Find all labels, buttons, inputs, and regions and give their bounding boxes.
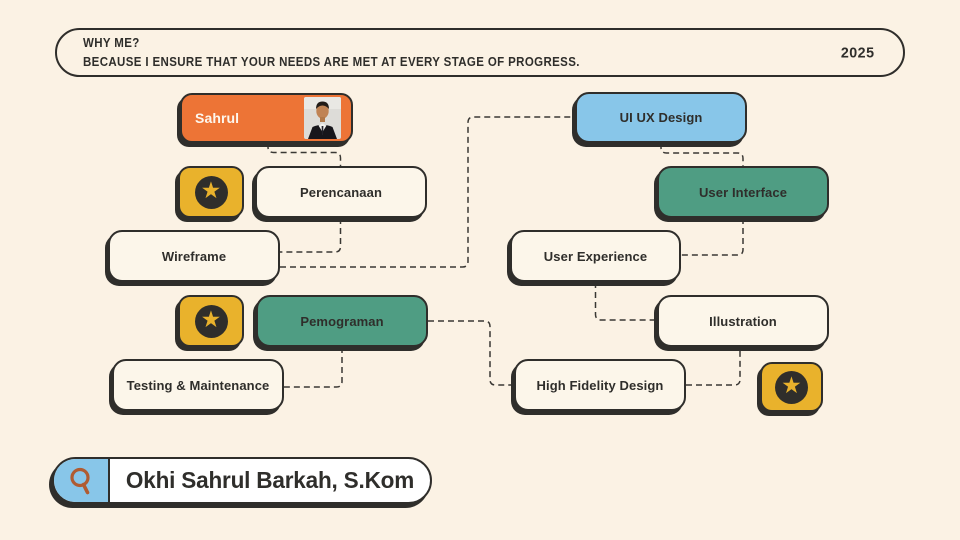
star-glyph: ★ xyxy=(782,375,801,397)
milestone-star-badge-3: ★ xyxy=(760,362,823,412)
node-ui-ux-design: UI UX Design xyxy=(575,92,747,143)
node-high-fidelity-design-label: High Fidelity Design xyxy=(536,377,664,393)
node-high-fidelity-design: High Fidelity Design xyxy=(514,359,686,411)
node-testing-maintenance-label: Testing & Maintenance xyxy=(126,377,270,393)
header-title-line1: WHY ME? xyxy=(83,36,140,51)
connector-perencanaan-wireframe xyxy=(280,218,342,253)
node-illustration-label: Illustration xyxy=(709,313,777,329)
node-user-interface-label: User Interface xyxy=(698,184,788,200)
author-name: Okhi Sahrul Barkah, S.Kom xyxy=(125,467,415,493)
node-user-interface: User Interface xyxy=(657,166,829,218)
star-glyph: ★ xyxy=(201,180,221,202)
profile-photo xyxy=(304,97,341,139)
header-banner: WHY ME? BECAUSE I ENSURE THAT YOUR NEEDS… xyxy=(55,28,905,77)
node-perencanaan: Perencanaan xyxy=(255,166,427,218)
node-wireframe: Wireframe xyxy=(108,230,280,282)
node-pemograman: Pemograman xyxy=(256,295,428,347)
node-sahrul-label: Sahrul xyxy=(195,110,240,126)
star-glyph: ★ xyxy=(201,309,221,331)
milestone-star-badge-2: ★ xyxy=(178,295,244,347)
star-icon: ★ xyxy=(194,304,228,338)
node-sahrul: Sahrul xyxy=(180,93,353,143)
year-label: 2025 xyxy=(840,44,875,61)
search-icon xyxy=(54,459,110,502)
node-wireframe-label: Wireframe xyxy=(161,248,227,264)
connector-illustration-highfidelity xyxy=(686,347,741,386)
star-icon: ★ xyxy=(775,370,808,404)
connector-pemograman-highfidelity xyxy=(428,320,514,386)
node-ui-ux-design-label: UI UX Design xyxy=(619,110,703,125)
node-illustration: Illustration xyxy=(657,295,829,347)
node-pemograman-label: Pemograman xyxy=(300,313,384,329)
connector-userinterface-userexperience xyxy=(681,218,744,256)
connector-pemograman-testing xyxy=(284,347,343,388)
node-user-experience-label: User Experience xyxy=(543,248,648,264)
node-user-experience: User Experience xyxy=(510,230,681,282)
author-name-bar: Okhi Sahrul Barkah, S.Kom xyxy=(52,457,432,504)
connector-userexperience-illustration xyxy=(594,282,657,321)
connector-wireframe-uiux xyxy=(280,116,575,268)
header-title: WHY ME? BECAUSE I ENSURE THAT YOUR NEEDS… xyxy=(57,34,623,70)
node-perencanaan-label: Perencanaan xyxy=(299,184,383,200)
node-testing-maintenance: Testing & Maintenance xyxy=(112,359,284,411)
connector-sahrul-perencanaan xyxy=(267,143,342,166)
milestone-star-badge-1: ★ xyxy=(178,166,244,218)
star-icon: ★ xyxy=(194,175,228,209)
header-title-line2: BECAUSE I ENSURE THAT YOUR NEEDS ARE MET… xyxy=(83,54,580,69)
connector-uiux-userinterface xyxy=(660,143,744,166)
